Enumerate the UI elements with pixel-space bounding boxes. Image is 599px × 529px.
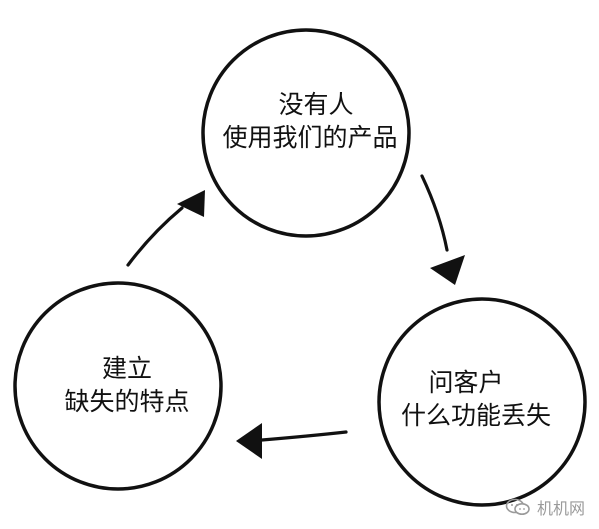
edge-right-to-left [236,423,348,459]
edge-right-to-left-line [260,430,348,442]
node-right: 问客户 什么功能丢失 [377,297,587,507]
watermark-text: 机机网 [536,499,585,518]
edge-left-to-top-arrowhead [177,190,205,217]
node-top-line-2: 使用我们的产品 [222,123,397,152]
node-top: 没有人 使用我们的产品 [201,28,411,238]
wechat-logo-icon [505,498,530,515]
node-top-circle [201,28,411,238]
edge-left-to-top [126,190,205,267]
edge-top-to-right-line [420,174,449,252]
node-left-line-2: 缺失的特点 [64,387,189,416]
edge-right-to-left-arrowhead [236,423,262,459]
watermark: 机机网 [505,495,585,519]
edge-top-to-right [420,174,465,285]
node-left-circle [13,281,223,491]
node-left: 建立 缺失的特点 [13,281,223,491]
node-top-line-1: 没有人 [278,90,353,119]
node-right-circle [377,297,587,507]
edge-top-to-right-arrowhead [430,255,465,285]
node-left-line-1: 建立 [102,354,152,383]
node-right-line-1: 问客户 [428,368,503,397]
node-right-line-2: 什么功能丢失 [401,401,551,430]
edge-left-to-top-line [126,206,184,267]
